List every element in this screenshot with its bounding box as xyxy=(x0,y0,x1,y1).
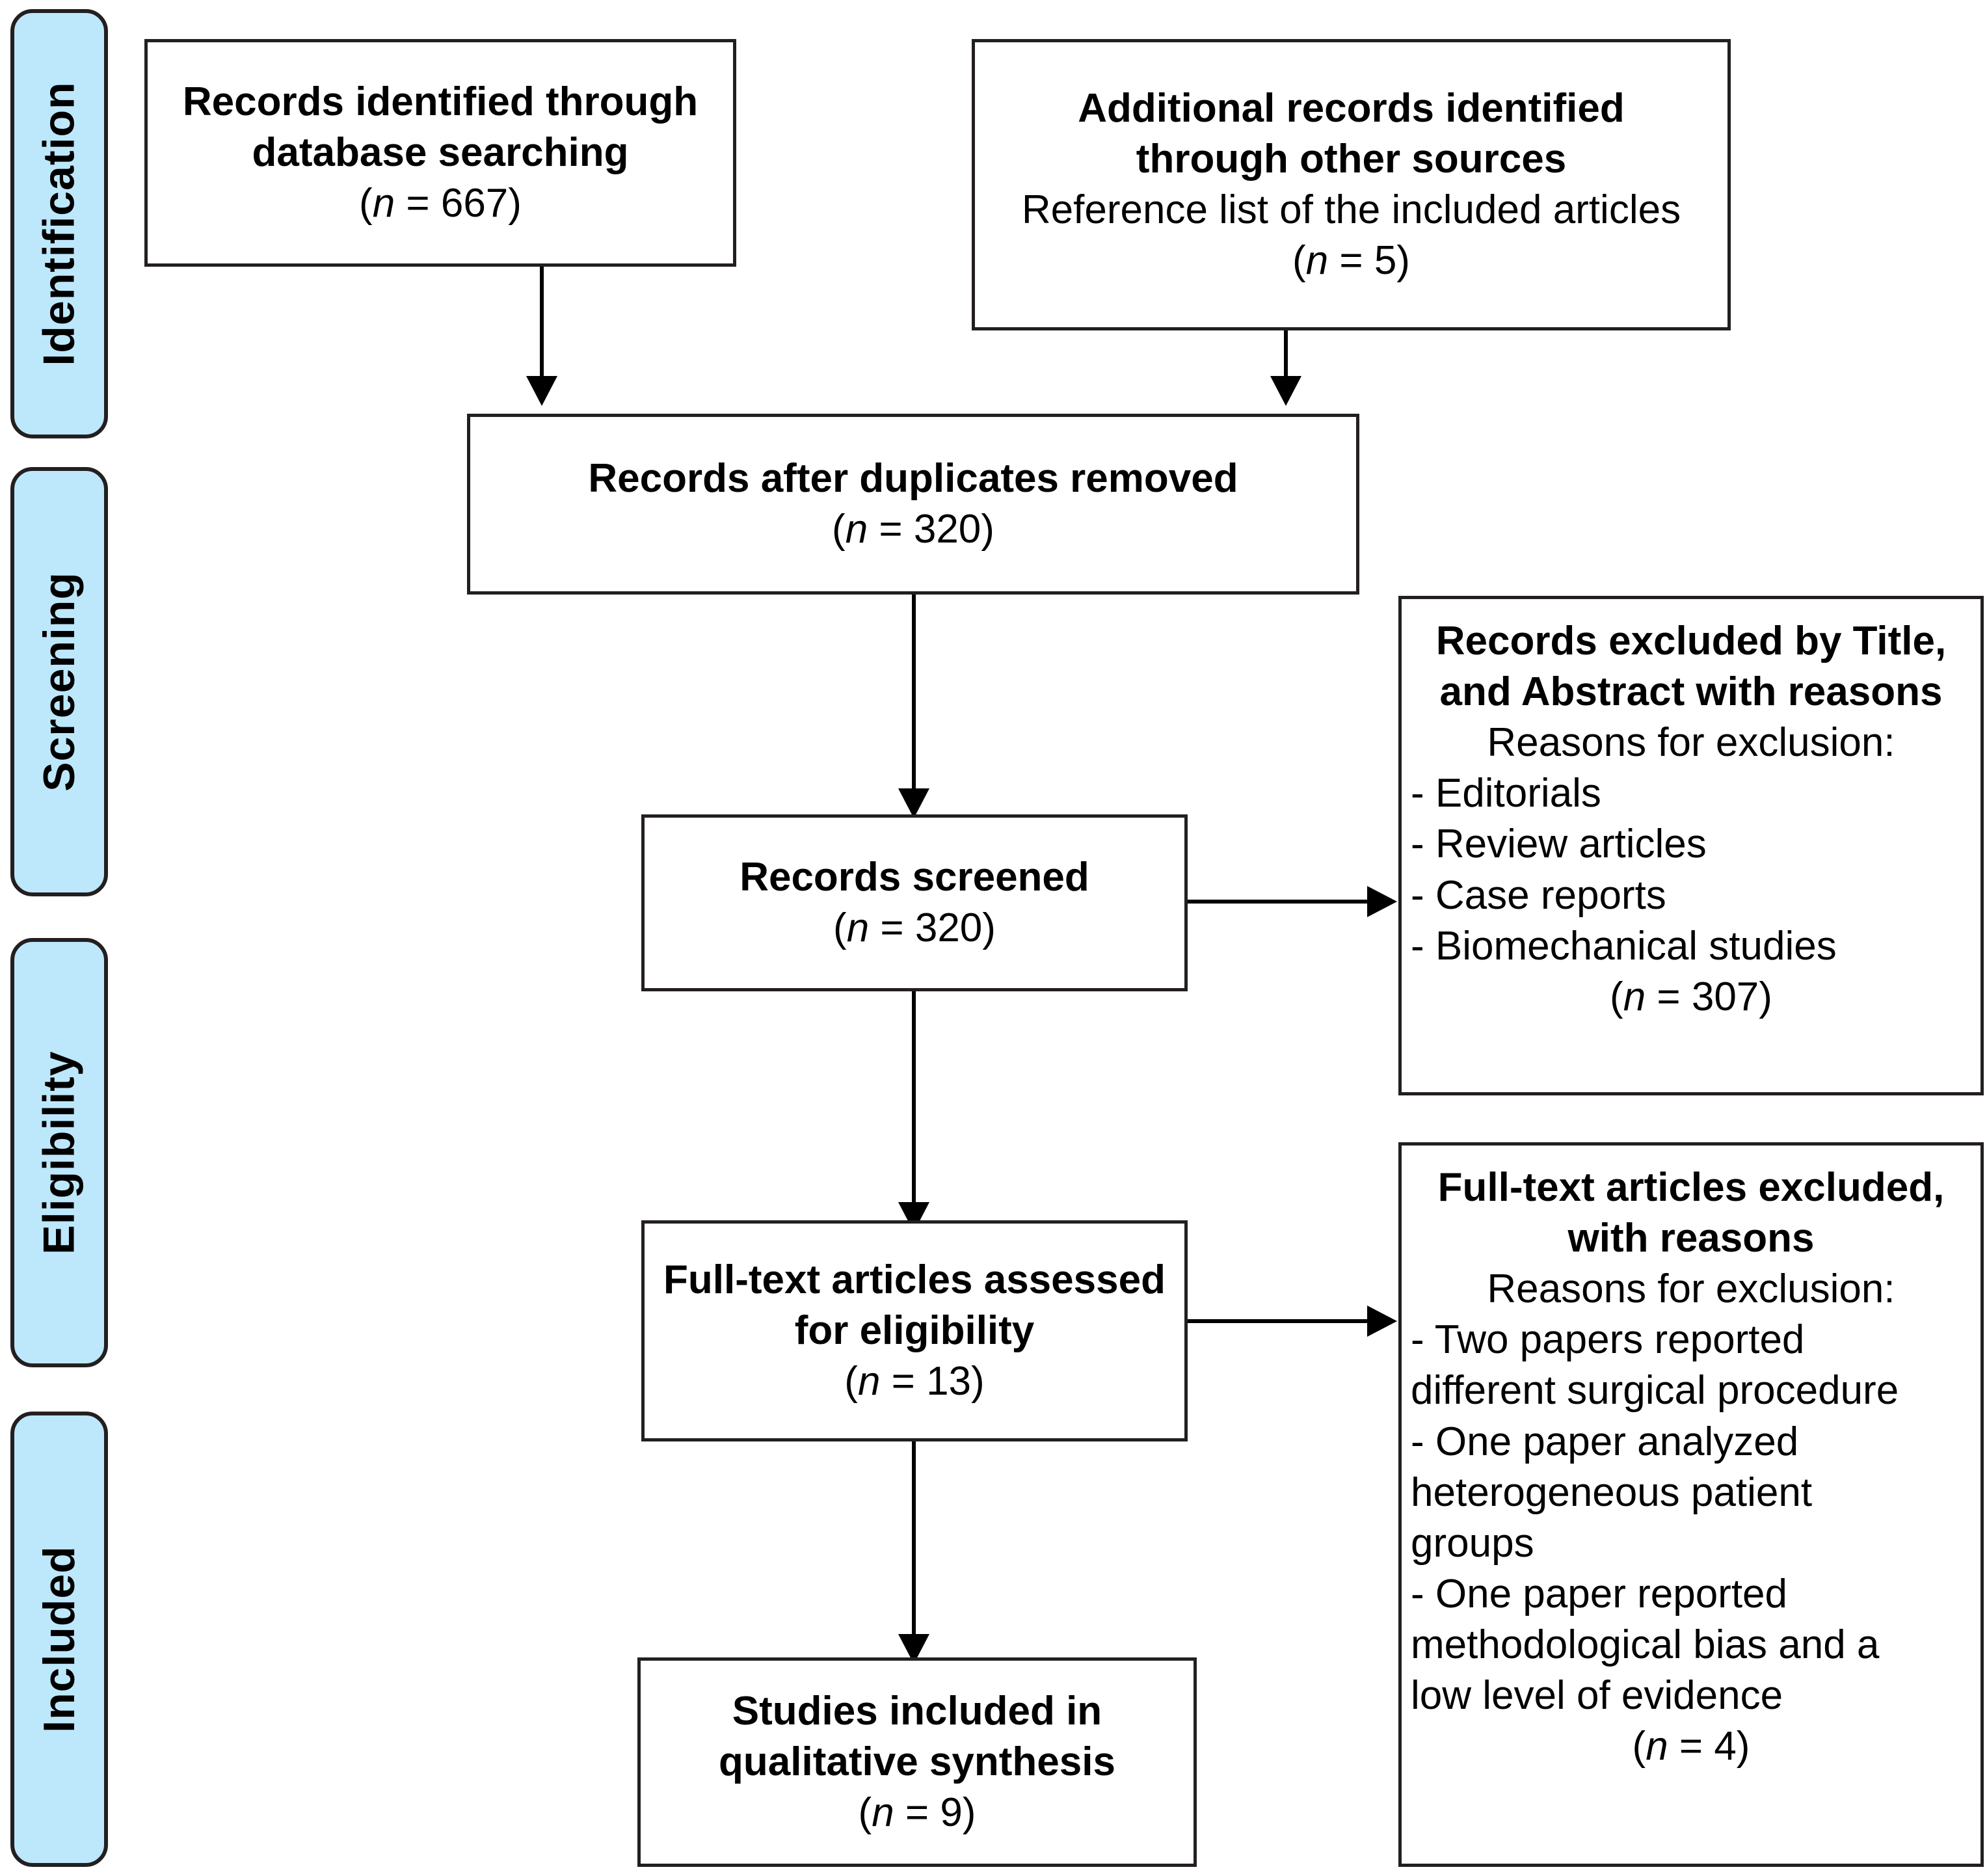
connector-screened-to-fulltext xyxy=(912,991,916,1205)
fulltext-excluded-title-line2: with reasons xyxy=(1567,1216,1815,1261)
arrow-duplicates-to-screened xyxy=(898,788,929,818)
additional-records-title-line2: through other sources xyxy=(1136,136,1567,181)
stage-label-identification: Identification xyxy=(34,81,85,366)
fulltext-excluded-reason-item: - Two papers reported xyxy=(1411,1317,1805,1363)
fulltext-excluded-reason-item: groups xyxy=(1411,1520,1534,1566)
records-identified-title-line2: database searching xyxy=(252,129,629,175)
records-screened-count: (n = 320) xyxy=(833,905,996,950)
fulltext-excluded-reason-item: low level of evidence xyxy=(1411,1673,1783,1719)
fulltext-assessed-title-line1: Full-text articles assessed xyxy=(663,1257,1166,1302)
records-screened-title: Records screened xyxy=(740,854,1089,900)
connector-fulltext-to-excluded xyxy=(1188,1319,1374,1323)
records-excluded-title-line2: and Abstract with reasons xyxy=(1439,669,1943,715)
records-excluded-count: (n = 307) xyxy=(1610,974,1772,1019)
after-duplicates-count: (n = 320) xyxy=(832,507,994,552)
connector-fulltext-to-included xyxy=(912,1441,916,1637)
fulltext-excluded-reason-item: methodological bias and a xyxy=(1411,1622,1880,1667)
fulltext-excluded-reason-item: heterogeneous patient xyxy=(1411,1469,1813,1515)
fulltext-excluded-reasons-heading: Reasons for exclusion: xyxy=(1487,1266,1895,1312)
box-records-screened: Records screened (n = 320) xyxy=(641,814,1188,991)
studies-included-count: (n = 9) xyxy=(858,1790,976,1836)
records-identified-count: (n = 667) xyxy=(359,181,522,226)
fulltext-assessed-count: (n = 13) xyxy=(844,1359,985,1404)
stage-label-eligibility: Eligibility xyxy=(34,1051,84,1255)
records-identified-title-line1: Records identified through xyxy=(182,79,699,124)
fulltext-excluded-reason-item: different surgical procedure xyxy=(1411,1368,1899,1414)
records-excluded-reason-item: - Case reports xyxy=(1411,872,1666,918)
after-duplicates-title: Records after duplicates removed xyxy=(588,455,1238,501)
box-fulltext-assessed: Full-text articles assessed for eligibil… xyxy=(641,1220,1188,1441)
records-excluded-title-line1: Records excluded by Title, xyxy=(1435,619,1947,663)
records-excluded-reason-item: - Review articles xyxy=(1411,822,1707,867)
box-records-identified: Records identified through database sear… xyxy=(144,39,736,267)
box-after-duplicates: Records after duplicates removed (n = 32… xyxy=(467,414,1359,595)
arrow-identified-to-duplicates xyxy=(526,376,557,406)
records-excluded-reason-item: - Editorials xyxy=(1411,771,1601,816)
stage-bar-included: Included xyxy=(10,1412,108,1867)
connector-duplicates-to-screened xyxy=(912,595,916,791)
connector-additional-to-duplicates xyxy=(1284,330,1288,379)
connector-identified-to-duplicates xyxy=(540,267,544,379)
fulltext-assessed-title-line2: for eligibility xyxy=(794,1307,1035,1353)
fulltext-excluded-reason-item: - One paper analyzed xyxy=(1411,1419,1799,1464)
fulltext-excluded-title-line1: Full-text articles excluded, xyxy=(1437,1165,1945,1210)
studies-included-title-line1: Studies included in xyxy=(732,1688,1102,1734)
box-studies-included: Studies included in qualitative synthesi… xyxy=(637,1657,1197,1867)
additional-records-count: (n = 5) xyxy=(1292,238,1410,284)
records-excluded-reason-item: - Biomechanical studies xyxy=(1411,923,1837,969)
box-additional-records: Additional records identified through ot… xyxy=(972,39,1731,330)
arrow-additional-to-duplicates xyxy=(1270,376,1301,406)
stage-label-screening: Screening xyxy=(34,572,84,792)
fulltext-excluded-count: (n = 4) xyxy=(1632,1724,1750,1769)
stage-bar-eligibility: Eligibility xyxy=(10,938,108,1367)
arrow-screened-to-excluded xyxy=(1367,886,1397,917)
stage-label-included: Included xyxy=(34,1546,85,1733)
additional-records-subtitle: Reference list of the included articles xyxy=(1021,187,1681,232)
fulltext-excluded-reason-item: - One paper reported xyxy=(1411,1571,1788,1616)
connector-screened-to-excluded xyxy=(1188,900,1374,904)
studies-included-title-line2: qualitative synthesis xyxy=(719,1739,1115,1784)
records-excluded-reasons-heading: Reasons for exclusion: xyxy=(1487,720,1895,766)
stage-bar-identification: Identification xyxy=(10,9,108,438)
additional-records-title-line1: Additional records identified xyxy=(1078,85,1625,131)
box-fulltext-excluded: Full-text articles excluded, with reason… xyxy=(1398,1142,1984,1867)
arrow-fulltext-to-excluded xyxy=(1367,1306,1397,1337)
box-records-excluded: Records excluded by Title, and Abstract … xyxy=(1398,596,1984,1095)
stage-bar-screening: Screening xyxy=(10,467,108,896)
